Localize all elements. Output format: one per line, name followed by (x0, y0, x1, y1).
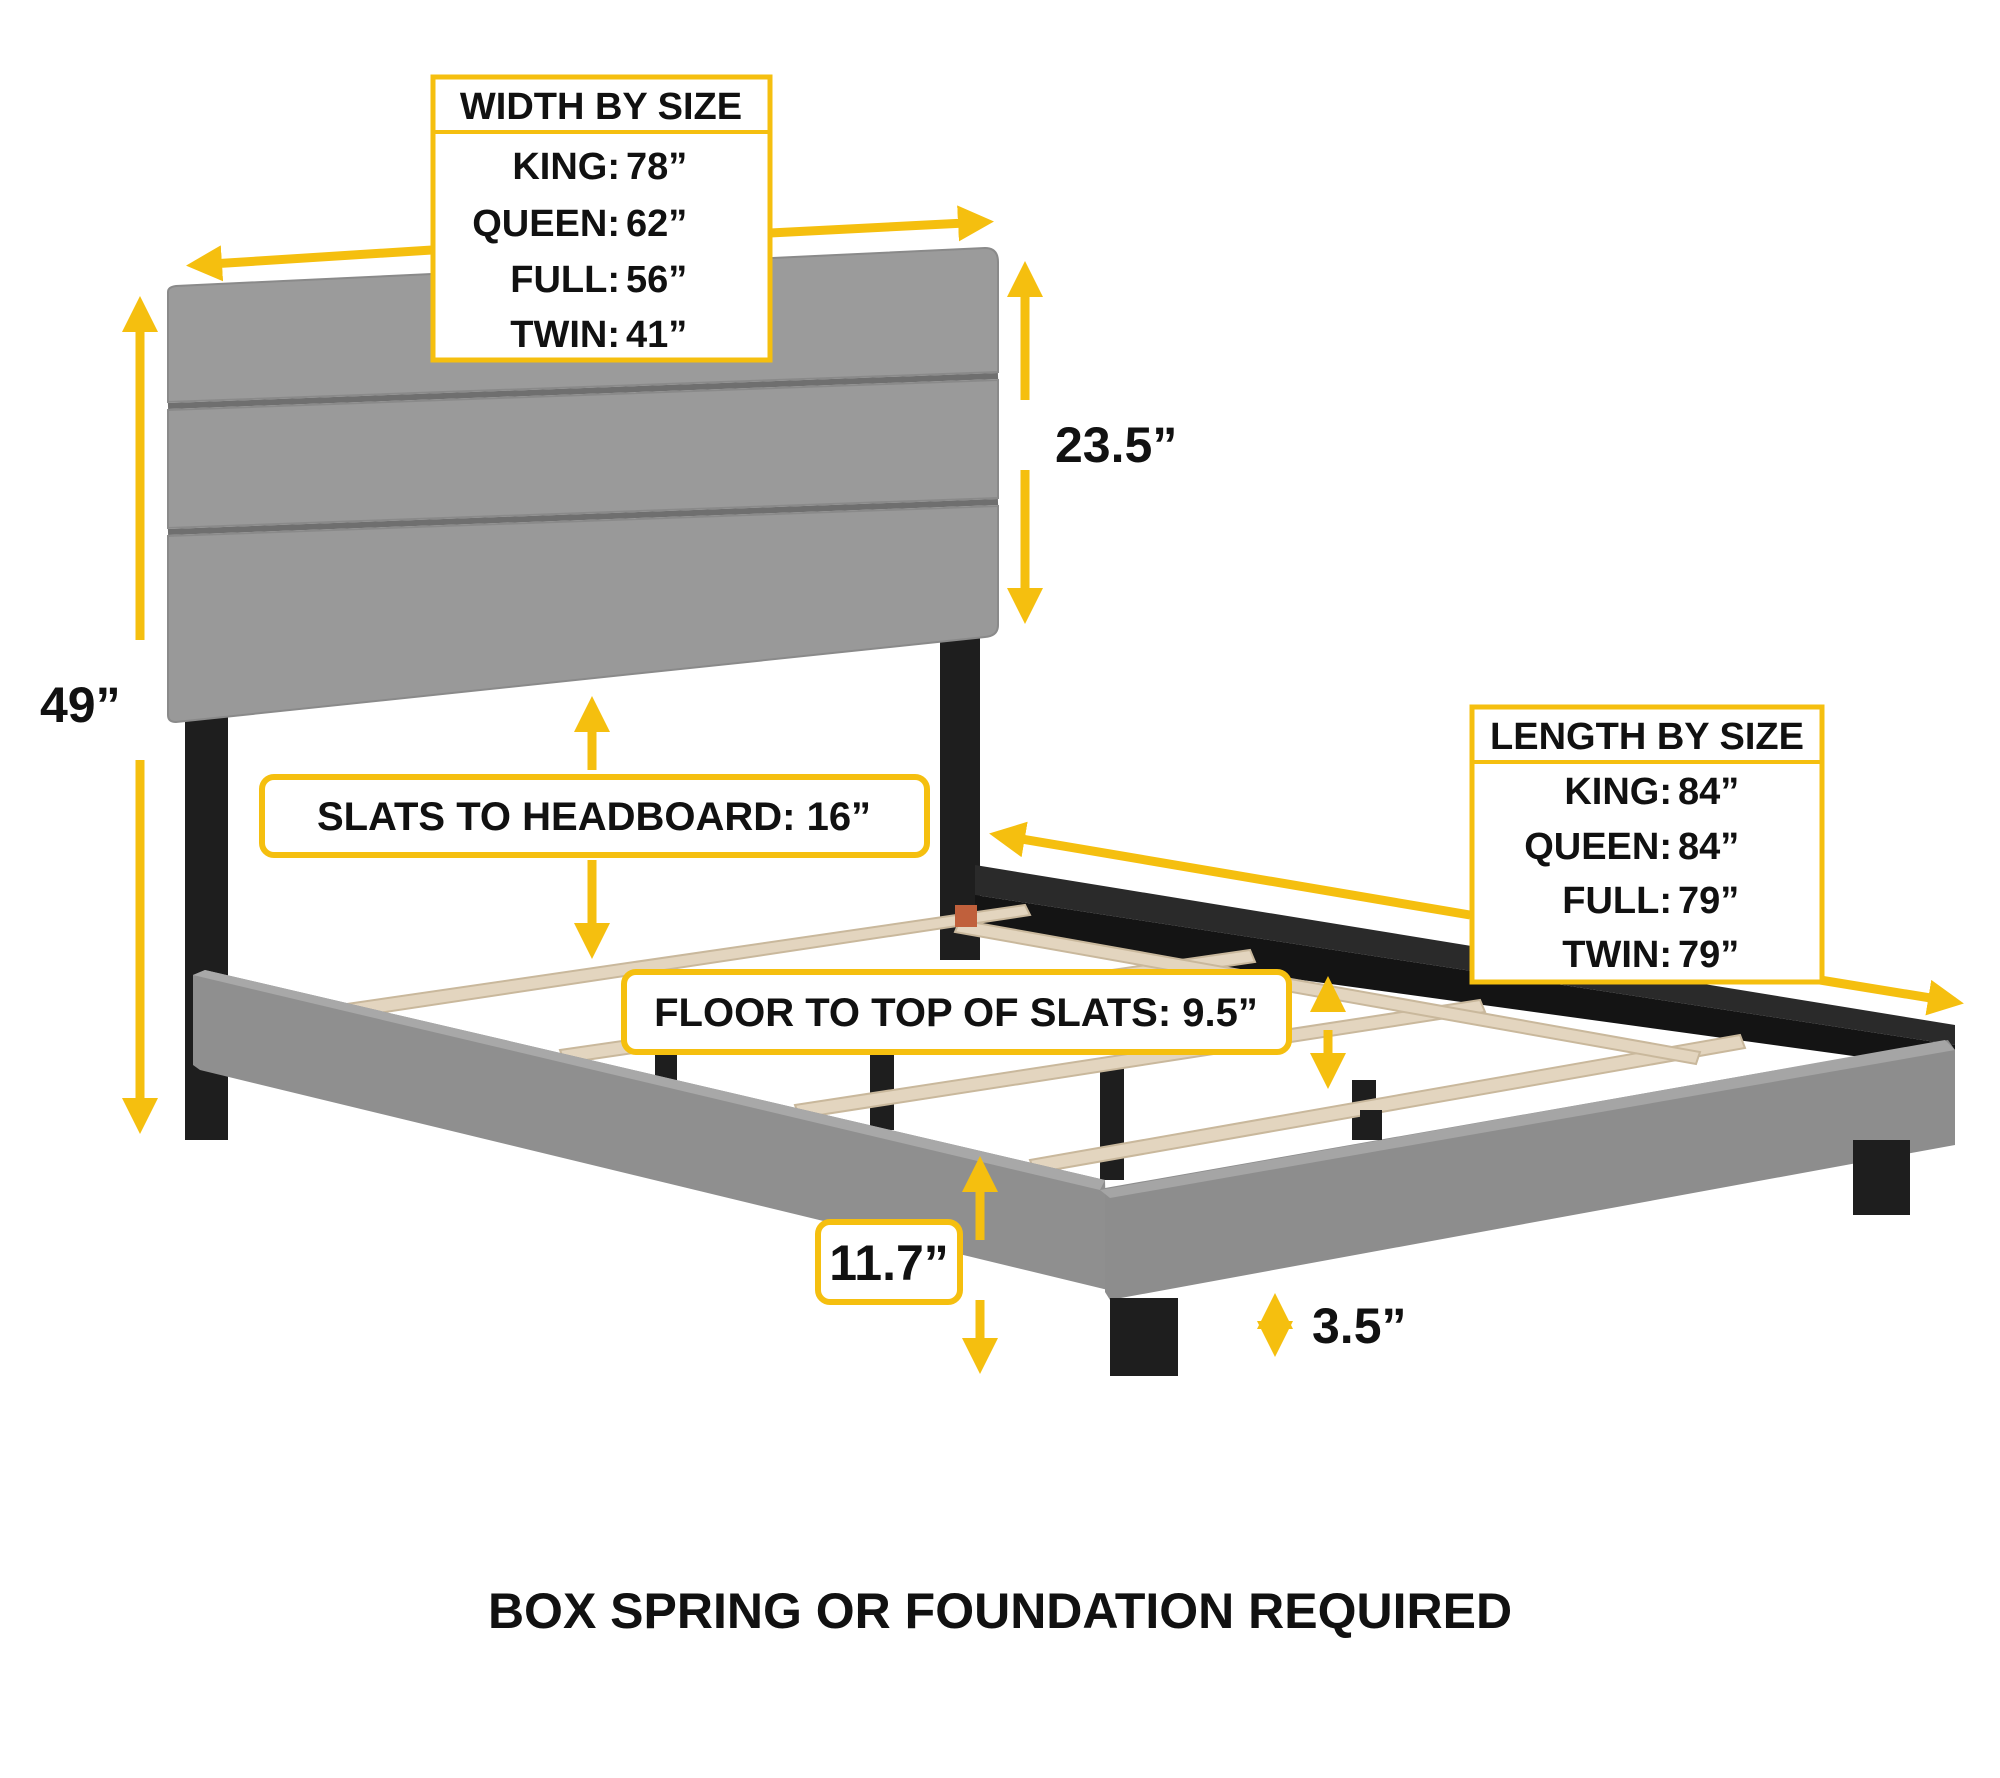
length-arrow-right (1819, 975, 1964, 1016)
leg-height-label: 3.5” (1312, 1298, 1407, 1354)
front-leg-left (1110, 1298, 1178, 1376)
dimension-arrows (122, 205, 1964, 1374)
width-row-size: KING: (512, 146, 620, 188)
length-row-value: 84” (1678, 771, 1739, 813)
slat-bracket (955, 905, 977, 927)
length-table-title: LENGTH BY SIZE (1490, 716, 1804, 758)
width-row-value: 41” (626, 314, 687, 356)
frame-height-callout: 11.7” (815, 1219, 963, 1305)
footboard-rail (1105, 1040, 1955, 1300)
width-row-value: 78” (626, 146, 687, 188)
slats-to-headboard-label: SLATS TO HEADBOARD: 16” (317, 795, 871, 839)
front-leg-right (1853, 1140, 1910, 1215)
width-by-size-table: WIDTH BY SIZE KING: 78” QUEEN: 62” FULL:… (430, 74, 773, 363)
width-row-value: 56” (626, 259, 687, 301)
footer-note: BOX SPRING OR FOUNDATION REQUIRED (488, 1583, 1512, 1639)
length-row-size: TWIN: (1562, 934, 1672, 976)
width-row-size: QUEEN: (472, 203, 620, 245)
length-arrow-left (989, 821, 1471, 920)
length-row-value: 79” (1678, 880, 1739, 922)
floor-to-slats-callout: FLOOR TO TOP OF SLATS: 9.5” (621, 969, 1292, 1055)
width-table-title: WIDTH BY SIZE (460, 86, 742, 128)
center-leg-3 (1100, 1060, 1124, 1180)
far-side-rail (975, 865, 1955, 1045)
far-side-rail-inner (975, 895, 1955, 1070)
slats-to-headboard-callout: SLATS TO HEADBOARD: 16” (259, 774, 930, 858)
length-row-value: 84” (1678, 826, 1739, 868)
width-arrow-right (769, 205, 994, 242)
width-row-size: FULL: (510, 259, 620, 301)
length-by-size-table: LENGTH BY SIZE KING: 84” QUEEN: 84” FULL… (1469, 704, 1825, 985)
floor-to-slats-label: FLOOR TO TOP OF SLATS: 9.5” (654, 991, 1258, 1035)
length-row-size: KING: (1564, 771, 1672, 813)
footboard-rail-top (1100, 1040, 1955, 1198)
left-side-rail (193, 970, 1108, 1290)
length-row-size: FULL: (1562, 880, 1672, 922)
width-arrow-left (186, 245, 433, 282)
width-row-size: TWIN: (510, 314, 620, 356)
frame-height-label: 11.7” (829, 1235, 949, 1291)
length-row-size: QUEEN: (1524, 826, 1672, 868)
left-side-rail-top (193, 970, 1105, 1190)
back-leg-far (1360, 1110, 1382, 1140)
length-row-value: 79” (1678, 934, 1739, 976)
headboard-height-label: 23.5” (1055, 417, 1177, 473)
width-row-value: 62” (626, 203, 687, 245)
overall-height-label: 49” (40, 677, 121, 733)
